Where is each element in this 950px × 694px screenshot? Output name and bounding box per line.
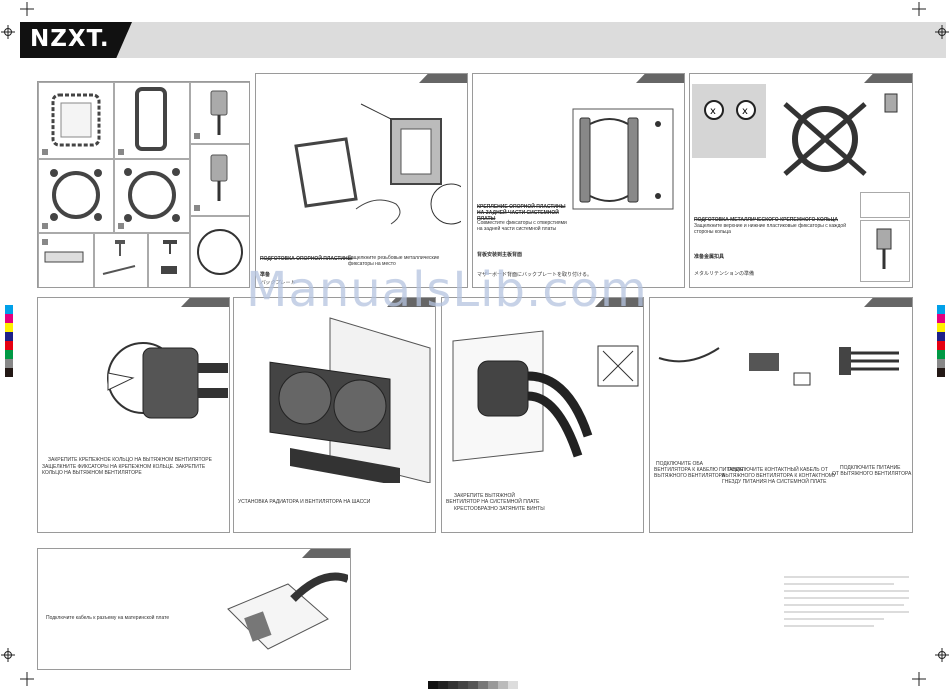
crop-mark-icon bbox=[20, 672, 34, 686]
registration-mark-icon bbox=[935, 648, 949, 662]
ring-illustration bbox=[783, 93, 898, 176]
color-swatches-right bbox=[937, 305, 945, 377]
panel-pump-ring: ЗАКРЕПИТЕ КРЕПЕЖНОЕ КОЛЬЦО НА ВЫТЯЖНОМ В… bbox=[37, 297, 230, 533]
step-tab bbox=[595, 298, 643, 307]
color-swatches-left bbox=[5, 305, 13, 377]
step-desc-jp: マザーボード背面にバックプレートを取り付ける。 bbox=[477, 272, 593, 278]
conn-caption-2c: ГНЕЗДУ ПИТАНИЯ НА СИСТЕМНОЙ ПЛАТЕ bbox=[722, 479, 827, 485]
conn-caption-2a: ПОДКЛЮЧИТЕ КОНТАКТНЫЙ КАБЕЛЬ ОТ bbox=[728, 467, 828, 473]
svg-text:x: x bbox=[710, 106, 716, 117]
step-description: Защелкните резьбовые металлические фикса… bbox=[348, 255, 440, 267]
step-description: Защелкните верхние и нижние пластиковые … bbox=[694, 223, 847, 235]
step-desc-jp: メタルリテンションの準備 bbox=[694, 271, 755, 277]
crop-mark-icon bbox=[912, 672, 926, 686]
panel-radiator-install: УСТАНОВКА РАДИАТОРА И ВЕНТИЛЯТОРА НА ШАС… bbox=[233, 297, 436, 533]
step-title: ПОДГОТОВКА ОПОРНОЙ ПЛАСТИНЫ bbox=[260, 256, 353, 262]
panel-pump-mount: ЗАКРЕПИТЕ ВЫТЯЖНОЙ ВЕНТИЛЯТОР НА СИСТЕМН… bbox=[441, 297, 644, 533]
crop-mark-icon bbox=[20, 2, 34, 16]
step-description: ЗАЩЕЛКНИТЕ ФИКСАТОРЫ НА КРЕПЕЖНОМ КОЛЬЦЕ… bbox=[42, 464, 206, 476]
connections-illustration bbox=[658, 347, 899, 386]
conn-caption-1a: ПОДКЛЮЧИТЕ ОБА bbox=[656, 461, 703, 467]
watermark: ManualsLib.com bbox=[246, 262, 648, 318]
step-tab bbox=[864, 298, 912, 307]
step-title: ПОДГОТОВКА МЕТАЛЛИЧЕСКОГО КРЕПЕЖНОГО КОЛ… bbox=[694, 217, 838, 223]
part-retention-ring-intel bbox=[38, 159, 114, 233]
registration-mark-icon bbox=[1, 25, 15, 39]
step-tab bbox=[387, 298, 435, 307]
step-title: ЗАКРЕПИТЕ КРЕПЕЖНОЕ КОЛЬЦО НА ВЫТЯЖНОМ В… bbox=[48, 457, 212, 463]
step-description: КРЕСТООБРАЗНО ЗАТЯНИТЕ ВИНТЫ bbox=[454, 506, 545, 512]
pump-ring-illustration bbox=[107, 342, 228, 419]
part-clips bbox=[148, 233, 190, 287]
step-description: Совместите фиксаторы с отверстиями на за… bbox=[477, 220, 567, 232]
step-title: ЗАКРЕПИТЕ ВЫТЯЖНОЙ bbox=[454, 493, 515, 499]
step-tab bbox=[302, 549, 350, 558]
step-title-cn: 背板安装到主板背面 bbox=[477, 252, 523, 258]
part-oring bbox=[190, 216, 249, 287]
step-tab bbox=[419, 74, 467, 83]
grayscale-bar bbox=[428, 676, 523, 689]
part-standoff-long bbox=[190, 82, 249, 144]
footer-text-block bbox=[784, 576, 909, 627]
step-tab bbox=[636, 74, 684, 83]
conn-caption-1b: ВЕНТИЛЯТОРА К КАБЕЛЮ ПИТАНИЯ bbox=[654, 467, 744, 473]
conn-caption-3b: ОТ ВЫТЯЖНОГО ВЕНТИЛЯТОРА bbox=[832, 471, 912, 477]
usb-cable-illustration bbox=[227, 572, 348, 650]
panel-parts-list bbox=[37, 81, 250, 288]
step-title-cn: 准备金属扣具 bbox=[694, 254, 725, 260]
clip-detail-small bbox=[860, 192, 910, 218]
part-backplate-intel bbox=[38, 82, 114, 159]
registration-mark-icon bbox=[935, 25, 949, 39]
step-tab bbox=[864, 74, 912, 83]
backplate-prep-illustration bbox=[294, 103, 461, 225]
panel-usb-cable: Подключите кабель к разъему на материнск… bbox=[37, 548, 351, 670]
pump-mount-illustration bbox=[452, 330, 639, 462]
nzxt-logo: NZXT. bbox=[30, 26, 110, 52]
header-bar bbox=[20, 22, 946, 58]
conn-caption-1c: ВЫТЯЖНОГО ВЕНТИЛЯТОРА bbox=[654, 473, 726, 479]
conn-caption-3a: ПОДКЛЮЧИТЕ ПИТАНИЕ bbox=[840, 465, 901, 471]
step-title-jp: 準备 bbox=[260, 272, 271, 278]
step-caption: Подключите кабель к разъему на материнск… bbox=[46, 615, 170, 621]
logo-background bbox=[20, 22, 132, 58]
step-title: КРЕПЛЕНИЕ ОПОРНОЙ ПЛАСТИНЫ НА ЗАДНЕЙ ЧАС… bbox=[477, 204, 566, 222]
svg-text:x: x bbox=[742, 106, 748, 117]
step-tab bbox=[181, 298, 229, 307]
crop-mark-icon bbox=[912, 2, 926, 16]
part-retention-ring-amd bbox=[114, 159, 190, 233]
registration-mark-icon bbox=[1, 648, 15, 662]
part-standoff-short bbox=[190, 144, 249, 216]
part-thermal-pad bbox=[38, 233, 94, 287]
radiator-illustration bbox=[269, 317, 431, 483]
panel-backplate-install: КРЕПЛЕНИЕ ОПОРНОЙ ПЛАСТИНЫ НА ЗАДНЕЙ ЧАС… bbox=[472, 73, 685, 288]
conn-caption-2b: ВЫТЯЖНОГО ВЕНТИЛЯТОРА К КОНТАКТНОМУ bbox=[722, 473, 837, 479]
panel-backplate-prep: ПОДГОТОВКА ОПОРНОЙ ПЛАСТИНЫ Защелкните р… bbox=[255, 73, 468, 288]
standoff-detail bbox=[860, 220, 910, 282]
step-subtitle: ВЕНТИЛЯТОР НА СИСТЕМНОЙ ПЛАТЕ bbox=[446, 499, 540, 505]
step-desc-jp: バックプレート bbox=[260, 280, 296, 286]
panel-connections: ПОДКЛЮЧИТЕ ОБА ВЕНТИЛЯТОРА К КАБЕЛЮ ПИТА… bbox=[649, 297, 913, 533]
step-caption: УСТАНОВКА РАДИАТОРА И ВЕНТИЛЯТОРА НА ШАС… bbox=[238, 499, 371, 505]
part-screws bbox=[94, 233, 148, 287]
backplate-install-illustration bbox=[572, 108, 674, 210]
part-backplate-amd bbox=[114, 82, 190, 159]
